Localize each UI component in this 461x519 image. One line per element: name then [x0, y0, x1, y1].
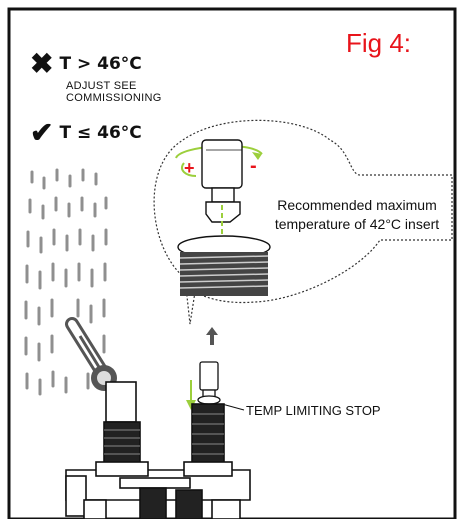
threaded-body	[177, 235, 271, 296]
warning-action-line1: ADJUST SEE	[66, 80, 137, 92]
temperature-insert	[201, 139, 243, 223]
valve-assembly	[65, 381, 251, 519]
up-arrow-icon	[206, 327, 218, 345]
stop-arrow-head	[186, 400, 196, 410]
water-spray	[24, 168, 108, 396]
warning-temperature-label: T > 46°C	[59, 54, 142, 74]
ok-temperature-label: T ≤ 46°C	[59, 123, 142, 143]
warning-condition: ✖ T > 46°C	[30, 50, 142, 78]
check-icon: ✔	[30, 117, 54, 148]
stop-leader-line	[221, 403, 245, 411]
callout-text: Recommended maximum temperature of 42°C …	[262, 196, 452, 234]
temp-limiting-stop-label: TEMP LIMITING STOP	[246, 403, 381, 418]
cross-icon: ✖	[30, 48, 54, 79]
callout-line2: temperature of 42°C insert	[274, 216, 440, 232]
warning-action-line2: COMMISSIONING	[66, 92, 162, 104]
small-insert	[197, 361, 221, 405]
ok-condition: ✔ T ≤ 46°C	[30, 119, 142, 147]
thermometer-icon	[65, 317, 117, 391]
rotation-plus-sign: +	[184, 158, 195, 178]
warning-action: ADJUST SEE COMMISSIONING	[66, 80, 162, 104]
callout-line1: Recommended maximum	[277, 197, 437, 213]
rotation-minus-sign: -	[250, 155, 257, 177]
callout-bubble	[153, 119, 453, 325]
figure-title: Fig 4:	[346, 28, 412, 58]
figure-border	[7, 7, 457, 519]
